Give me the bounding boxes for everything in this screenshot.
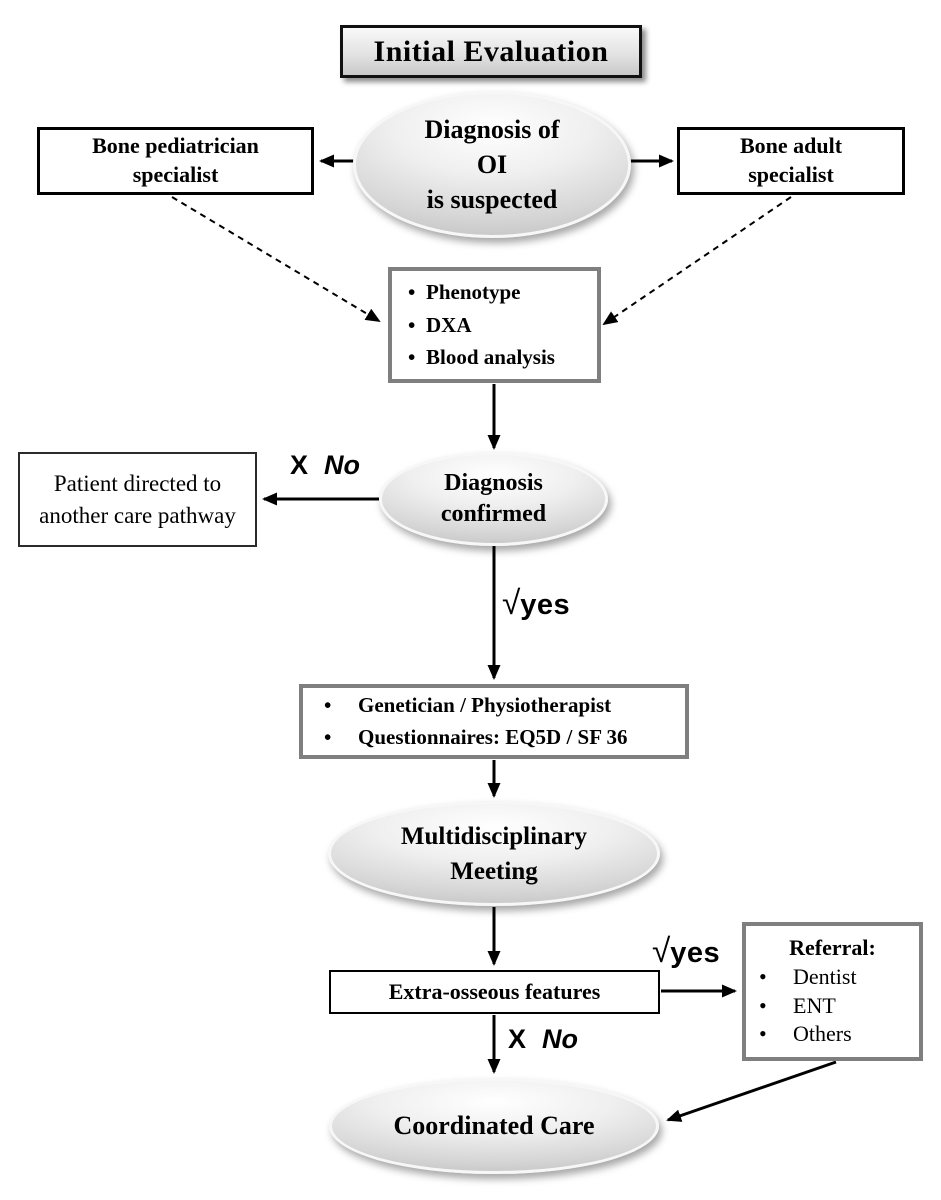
yes-label: yes	[520, 589, 571, 621]
node-text-line: is suspected	[426, 185, 558, 215]
bullet-icon: •	[324, 693, 332, 717]
arrow-referral-to-care	[666, 1060, 837, 1122]
label-no-branch-confirmed: X No	[290, 450, 360, 481]
cross-icon: X	[508, 1024, 527, 1054]
node-text-line: Bone adult	[739, 133, 843, 159]
label-no-branch-extra: X No	[508, 1024, 578, 1055]
list-item-text: Dentist	[793, 963, 857, 989]
node-text-line: OI	[476, 149, 508, 179]
node-text-line: another care pathway	[39, 502, 236, 528]
node-workup-list: • Phenotype • DXA • Blood analysis	[388, 267, 601, 383]
dashed-arrow-adult-to-workup	[602, 196, 792, 326]
no-label: No	[542, 1024, 579, 1054]
referral-bullet-list: • Dentist • ENT • Others	[759, 963, 919, 1049]
list-item: • Genetician / Physiotherapist	[324, 690, 685, 722]
list-item: • Questionnaires: EQ5D / SF 36	[324, 722, 685, 754]
list-item-text: ENT	[793, 992, 836, 1018]
list-item: • Dentist	[759, 963, 919, 992]
workup-bullet-list: • Phenotype • DXA • Blood analysis	[408, 276, 597, 374]
page-title-text: Initial Evaluation	[373, 34, 609, 68]
node-bone-adult-specialist: Bone adult specialist	[677, 127, 905, 195]
bullet-icon: •	[408, 345, 416, 370]
no-label: No	[324, 450, 361, 480]
node-text-line: Diagnosis	[444, 469, 543, 496]
bullet-icon: •	[759, 1021, 767, 1047]
list-item-text: Questionnaires: EQ5D / SF 36	[358, 724, 628, 749]
node-text-line: Meeting	[450, 857, 538, 885]
list-item: • Phenotype	[408, 276, 597, 309]
node-text-line: specialist	[748, 162, 834, 187]
bullet-icon: •	[408, 312, 416, 337]
list-item: • Blood analysis	[408, 341, 597, 374]
bullet-icon: •	[759, 992, 767, 1018]
list-item: • Others	[759, 1020, 919, 1049]
node-care-pathway: Patient directed to another care pathway	[18, 452, 257, 547]
list-item-text: DXA	[426, 312, 472, 337]
node-bone-pediatrician-specialist: Bone pediatrician specialist	[37, 127, 314, 195]
node-diagnosis-suspected: Diagnosis of OI is suspected	[353, 91, 631, 238]
check-icon: √	[502, 585, 521, 622]
node-text-line: Multidisciplinary	[400, 822, 588, 850]
list-item: • DXA	[408, 309, 597, 342]
yes-label: yes	[670, 937, 721, 969]
node-text-line: Extra-osseous features	[388, 979, 601, 1004]
node-text-line: specialist	[132, 162, 219, 187]
node-multidisciplinary-meeting: Multidisciplinary Meeting	[328, 801, 660, 906]
list-item-text: Genetician / Physiotherapist	[358, 693, 612, 717]
cross-icon: X	[290, 450, 309, 480]
node-text-line: Bone pediatrician	[92, 133, 259, 159]
node-team-list: • Genetician / Physiotherapist • Questionn…	[299, 684, 689, 759]
bullet-icon: •	[408, 280, 416, 305]
list-item-text: Others	[793, 1021, 852, 1047]
bullet-icon: •	[759, 963, 767, 989]
team-bullet-list: • Genetician / Physiotherapist • Questionn…	[324, 690, 685, 753]
list-item-text: Phenotype	[426, 280, 521, 305]
label-yes-branch-confirmed: √yes	[502, 585, 570, 623]
node-coordinated-care: Coordinated Care	[329, 1078, 659, 1174]
node-referral-list: Referral: • Dentist • ENT • Others	[742, 922, 923, 1061]
bullet-icon: •	[324, 724, 332, 749]
dashed-arrow-pediatrician-to-workup	[171, 196, 381, 323]
node-diagnosis-confirmed: Diagnosis confirmed	[379, 452, 608, 546]
node-text-line: confirmed	[440, 501, 547, 527]
list-item-text: Blood analysis	[426, 345, 555, 370]
node-extra-osseous-features: Extra-osseous features	[329, 970, 660, 1014]
label-yes-branch-extra: √yes	[652, 933, 720, 971]
node-text-line: Diagnosis of	[424, 114, 560, 144]
check-icon: √	[652, 933, 671, 970]
list-item: • ENT	[759, 992, 919, 1021]
page-title: Initial Evaluation	[340, 25, 642, 78]
node-text-line: Coordinated Care	[393, 1111, 595, 1140]
referral-header: Referral:	[789, 935, 876, 961]
node-text-line: Patient directed to	[53, 471, 222, 497]
